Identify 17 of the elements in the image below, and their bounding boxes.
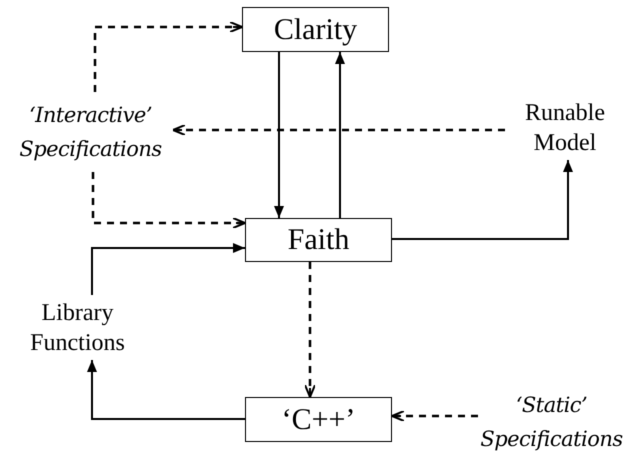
dashed-arrow bbox=[391, 410, 478, 422]
specification-label: ‘Interactive’ Specifications bbox=[8, 92, 173, 172]
dashed-arrow bbox=[304, 262, 316, 398]
process-box: Faith bbox=[245, 218, 392, 262]
process-box: ‘C++’ bbox=[245, 397, 392, 442]
dashed-arrow bbox=[172, 124, 505, 136]
specification-label: ‘Static’ Specifications bbox=[478, 393, 625, 451]
dashed-arrow bbox=[92, 172, 246, 229]
process-box: Clarity bbox=[242, 7, 389, 52]
node-label: Library Functions bbox=[5, 295, 150, 360]
arrow bbox=[335, 52, 345, 218]
arrow bbox=[87, 360, 245, 420]
dashed-arrow bbox=[94, 21, 243, 92]
arrow bbox=[91, 243, 245, 295]
node-label: Runable Model bbox=[505, 95, 625, 160]
arrow bbox=[392, 160, 573, 240]
arrow bbox=[274, 52, 284, 218]
